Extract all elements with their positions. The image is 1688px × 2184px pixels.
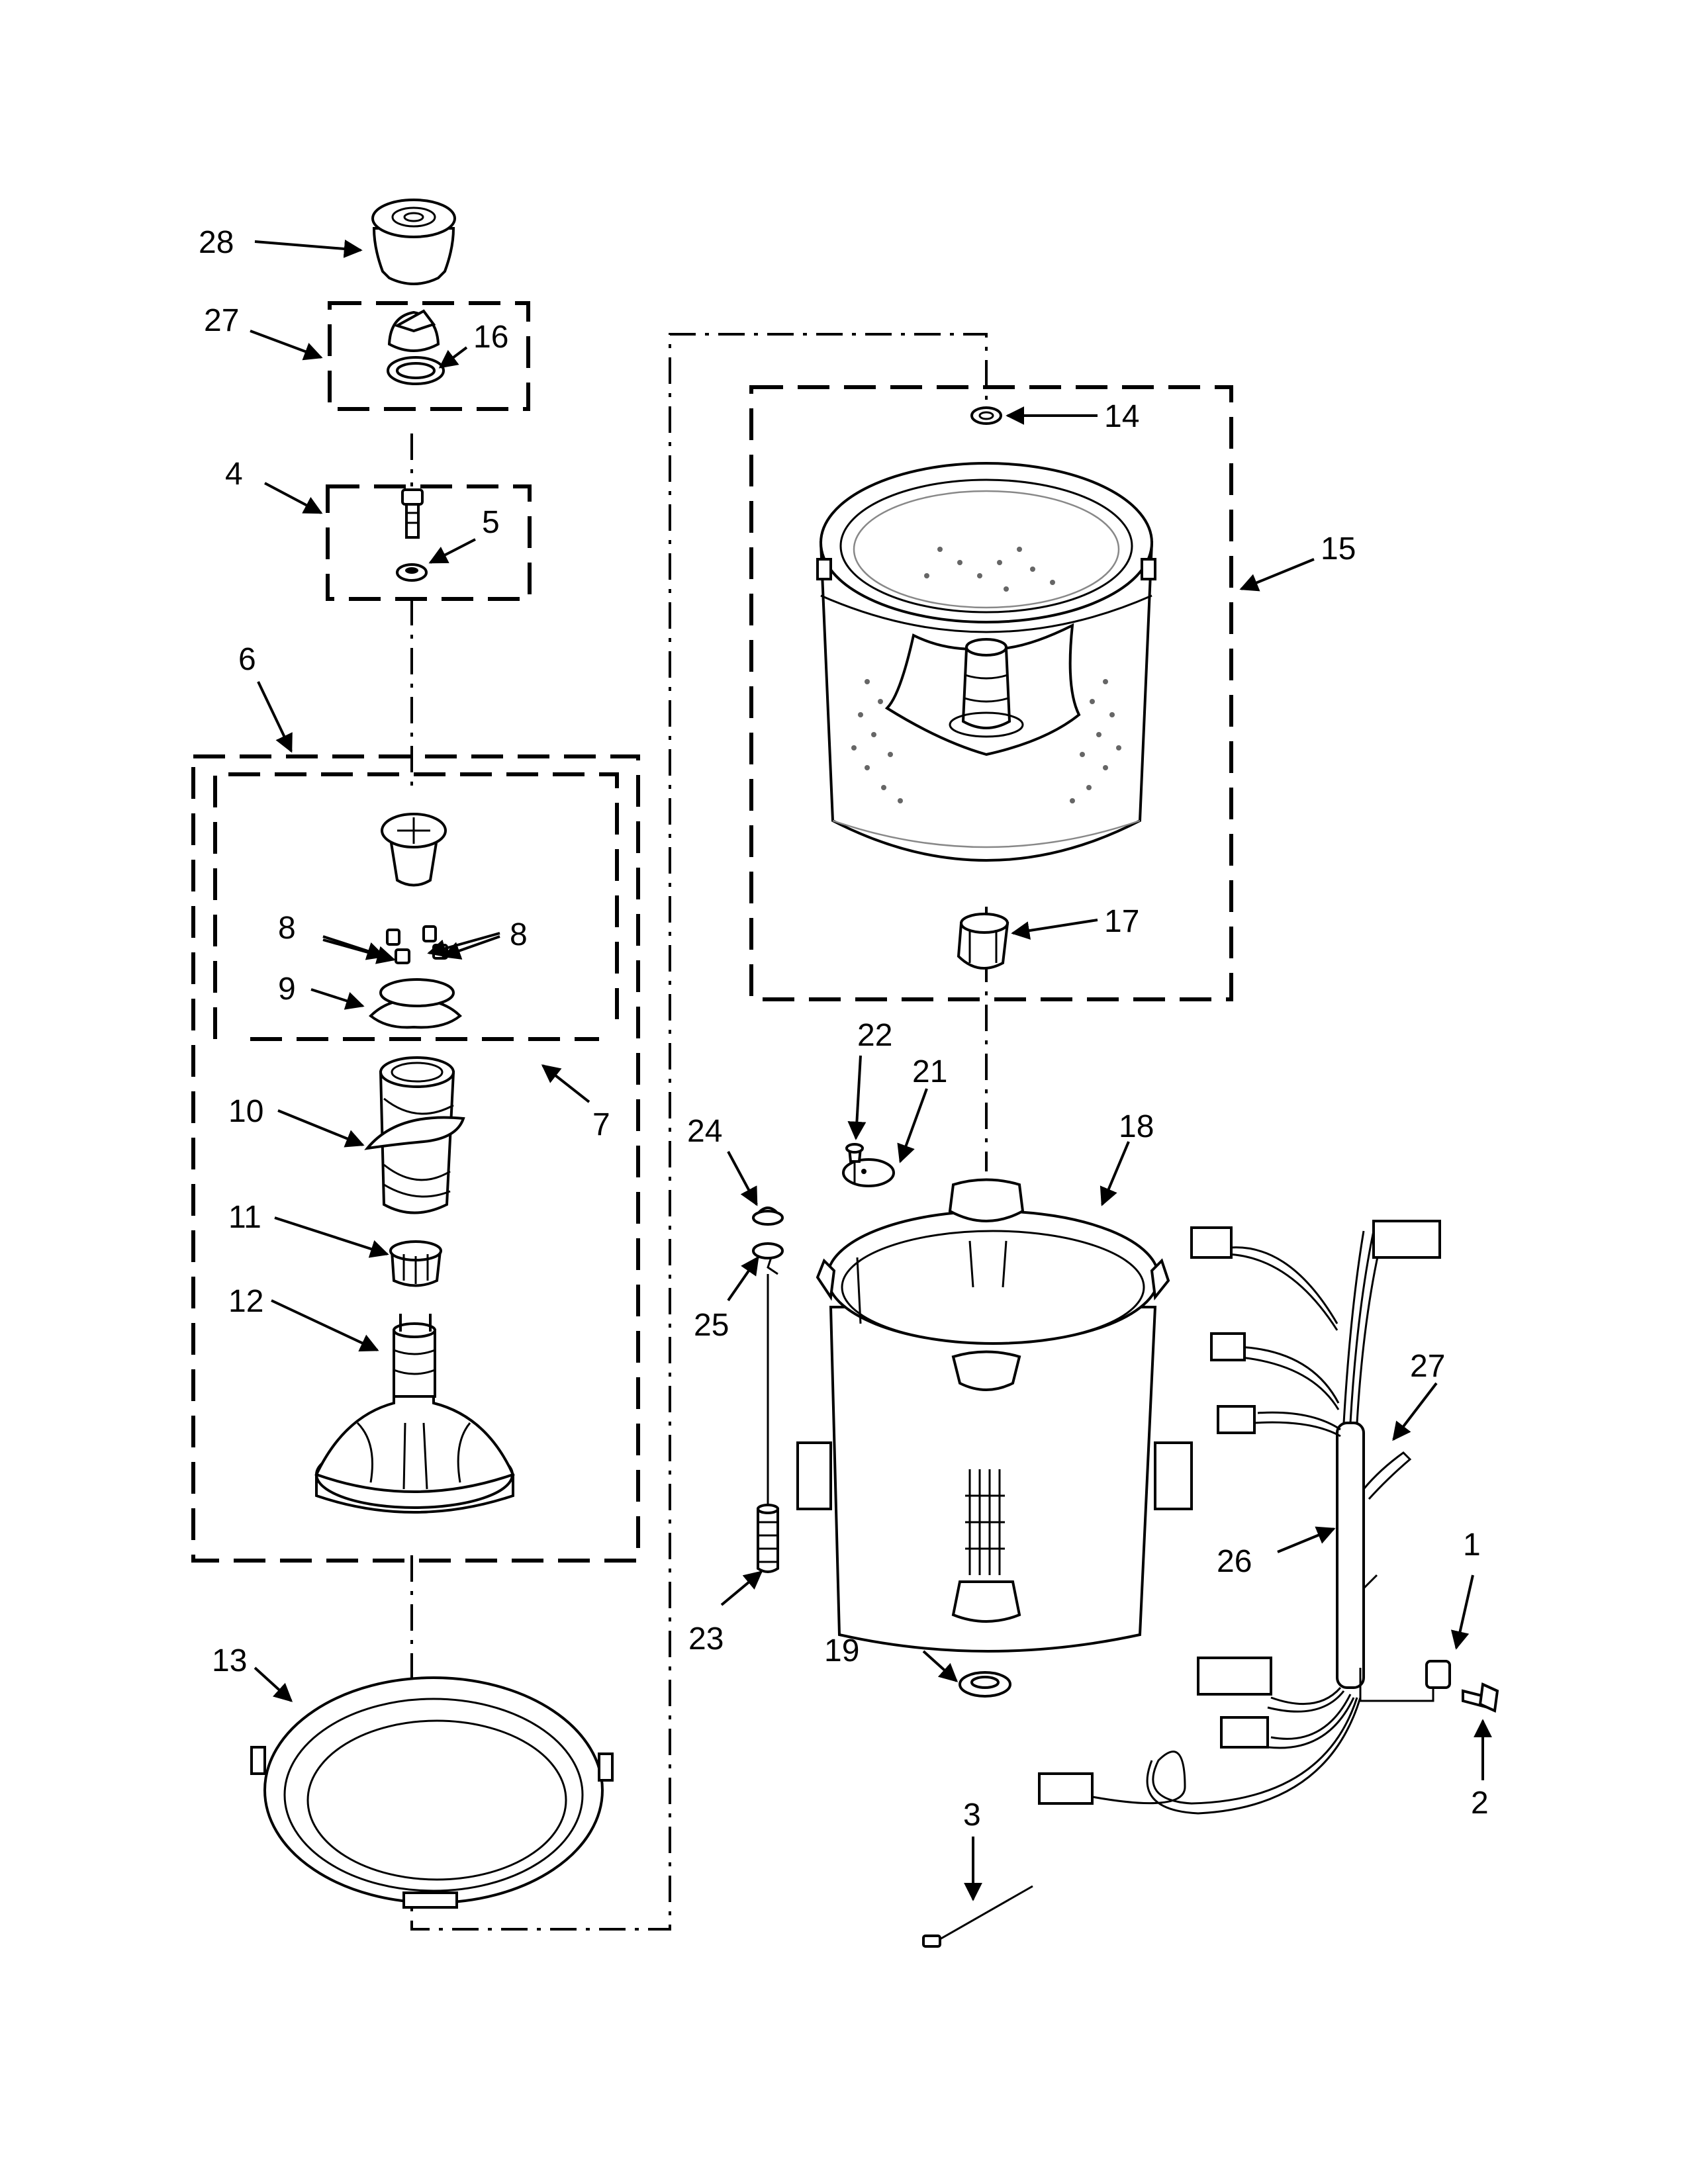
callout-20: 21 <box>912 1054 947 1089</box>
callout-18: 18 <box>1119 1109 1154 1144</box>
callout-7: 7 <box>592 1107 610 1142</box>
callout-14: 14 <box>1104 399 1139 434</box>
part-4-bolt <box>401 488 424 539</box>
callout-10: 10 <box>228 1094 263 1129</box>
part-23-cap <box>752 1206 784 1226</box>
part-3-tie <box>922 1885 1033 1948</box>
callout-15: 15 <box>1321 531 1356 567</box>
part-16-hub <box>957 913 1009 970</box>
callout-17: 16 <box>473 320 508 355</box>
callout-labels: 28 27 16 4 5 6 8 8 9 7 10 11 12 13 14 15… <box>199 225 1489 1833</box>
part-11-coupler <box>389 1240 442 1287</box>
callout-8-left: 8 <box>278 911 296 946</box>
callout-1: 1 <box>1463 1527 1481 1563</box>
part-24-washer <box>752 1242 784 1275</box>
tub-grid <box>965 1469 1005 1575</box>
part-agitator-top <box>381 813 447 887</box>
callout-4: 4 <box>225 457 243 492</box>
part-10-auger <box>364 1056 465 1214</box>
box-4 <box>326 484 532 601</box>
part-21-screw <box>845 1143 864 1185</box>
callout-9: 9 <box>278 972 296 1007</box>
callout-13: 13 <box>212 1643 247 1678</box>
callout-5: 5 <box>482 505 500 540</box>
callout-23: 24 <box>687 1114 722 1149</box>
box-27 <box>328 301 530 411</box>
box-15 <box>749 385 1233 1001</box>
callout-22: 23 <box>688 1621 724 1657</box>
assembly-boxes <box>191 301 1233 1563</box>
callout-27: 27 <box>204 303 239 338</box>
part-2-screw <box>1462 1682 1499 1713</box>
leader-lines <box>250 240 1492 1901</box>
part-20-plate <box>842 1158 895 1187</box>
callout-16: 17 <box>1104 904 1139 939</box>
callout-24: 25 <box>694 1308 729 1343</box>
callout-2: 2 <box>1471 1786 1489 1821</box>
callout-21: 22 <box>857 1018 892 1053</box>
callout-28: 28 <box>199 225 234 260</box>
box-6 <box>191 754 640 1563</box>
part-15-basket <box>816 462 1156 862</box>
callout-6: 6 <box>238 642 256 677</box>
callout-3: 3 <box>963 1797 981 1833</box>
part-28-cap <box>371 199 456 285</box>
box-7 <box>213 772 619 1039</box>
callout-12: 12 <box>228 1284 263 1319</box>
part-12-base <box>314 1314 515 1514</box>
callout-11: 11 <box>228 1200 261 1235</box>
part-17-ring <box>387 356 445 385</box>
callout-8-right: 8 <box>510 917 528 952</box>
part-22-rod <box>757 1274 779 1573</box>
part-27-cam <box>387 309 440 352</box>
callout-26: 27 <box>1410 1349 1445 1384</box>
part-18-tub <box>796 1178 1193 1653</box>
part-25-harness <box>1038 1220 1451 1815</box>
part-19-seal <box>959 1671 1011 1698</box>
part-14-bushing <box>970 406 1002 425</box>
part-5-washer <box>396 563 428 582</box>
part-13-ring <box>250 1676 614 1909</box>
part-8-dogs <box>386 925 448 964</box>
callout-25: 26 <box>1217 1544 1252 1579</box>
part-9-plate <box>369 978 462 1029</box>
callout-19: 19 <box>824 1633 859 1668</box>
